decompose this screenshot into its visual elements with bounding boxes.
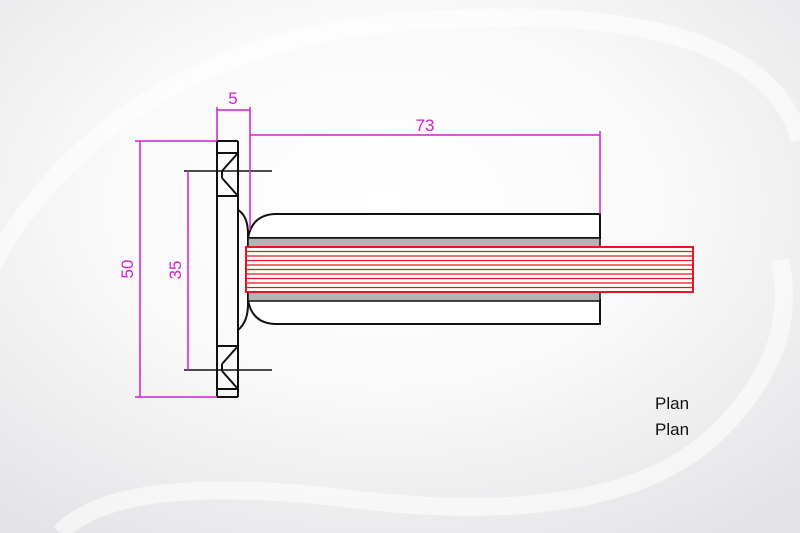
- caption-line-1: Plan: [655, 394, 690, 413]
- caption-line-2: Plan: [655, 420, 690, 439]
- bolt-upper: [217, 152, 239, 197]
- dimension-5: [216, 107, 251, 230]
- tube-body: [246, 213, 601, 325]
- dimension-35-label: 35: [166, 261, 185, 280]
- glass-panel: [245, 246, 694, 293]
- background-swirls: [0, 8, 800, 533]
- bolt-centerlines: [184, 170, 272, 371]
- dimension-5-label: 5: [228, 89, 237, 108]
- dimension-73-label: 73: [416, 116, 435, 135]
- flange-plate: [216, 140, 239, 398]
- bolt-lower: [217, 345, 239, 390]
- dimension-50-label: 50: [118, 260, 137, 279]
- dimension-73: [250, 131, 601, 214]
- dimension-50: [135, 140, 217, 398]
